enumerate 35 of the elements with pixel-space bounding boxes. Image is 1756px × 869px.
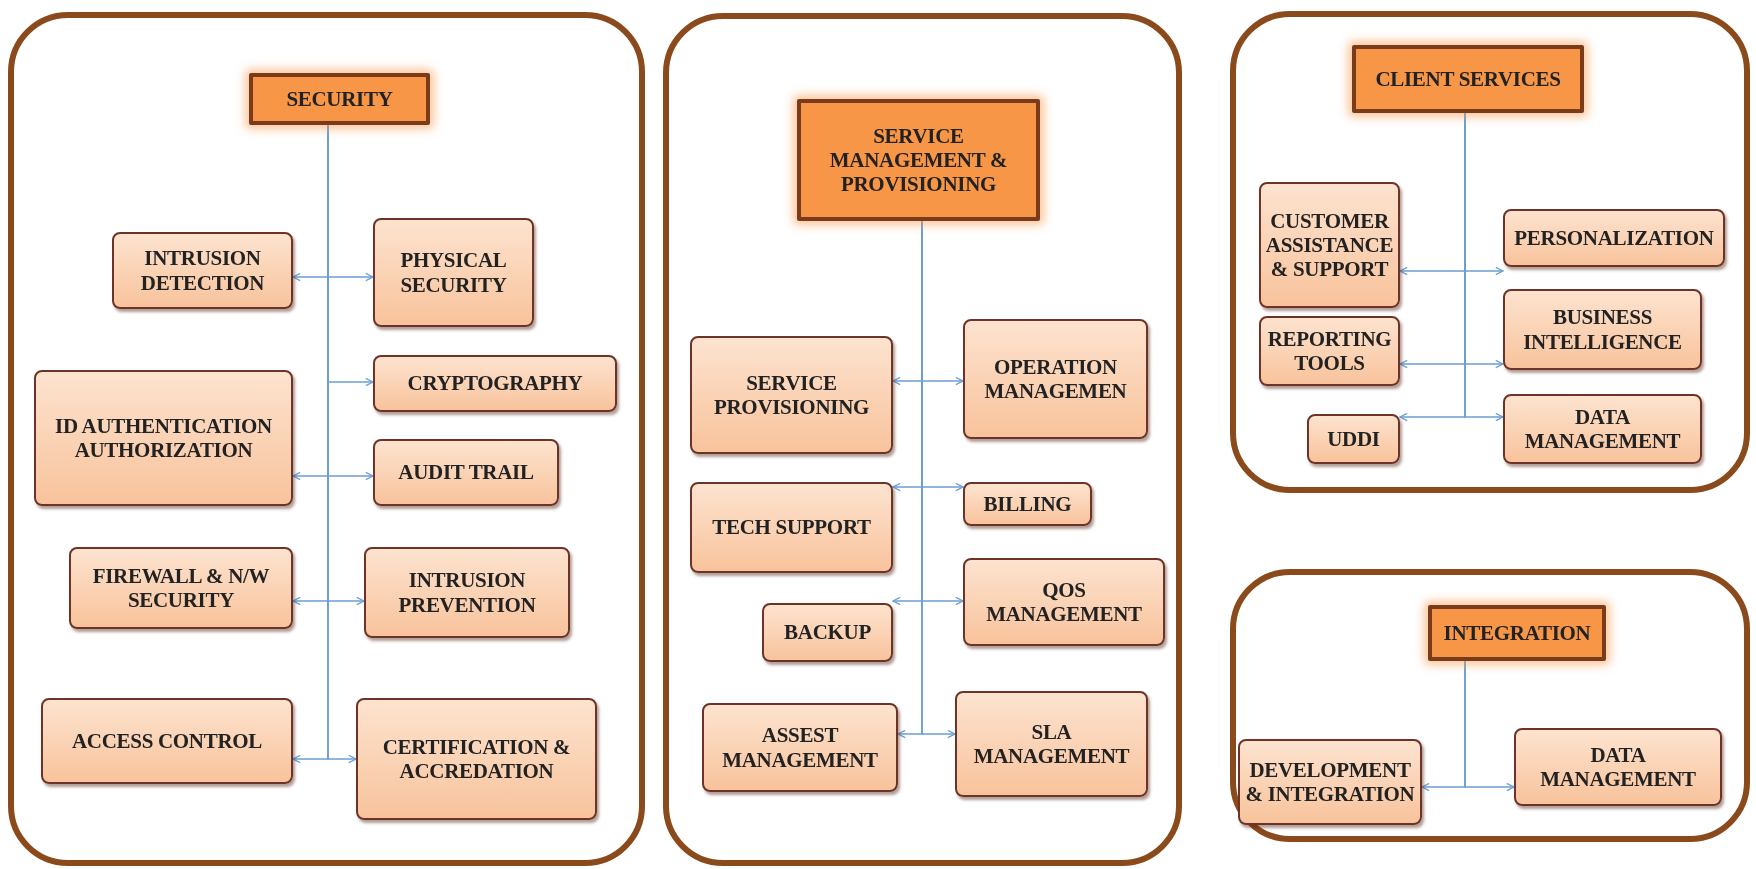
feature-box: QOS MANAGEMENT <box>963 558 1165 646</box>
feature-box: ID AUTHENTICATION AUTHORIZATION <box>34 370 293 506</box>
feature-box: DATA MANAGEMENT <box>1503 394 1702 464</box>
feature-box: DATA MANAGEMENT <box>1514 728 1722 806</box>
feature-box: REPORTING TOOLS <box>1259 316 1400 386</box>
feature-box: SLA MANAGEMENT <box>955 691 1148 797</box>
feature-box: FIREWALL & N/W SECURITY <box>69 547 293 629</box>
group-panel <box>1230 11 1750 493</box>
feature-box: AUDIT TRAIL <box>373 439 559 506</box>
connector-arrow <box>1464 112 1504 422</box>
feature-box: BACKUP <box>762 603 893 662</box>
group-panel <box>8 12 645 866</box>
feature-box: SERVICE PROVISIONING <box>690 336 893 454</box>
feature-box: ACCESS CONTROL <box>41 698 293 784</box>
category-header: SECURITY <box>249 73 430 125</box>
feature-box: OPERATION MANAGEMEN <box>963 319 1148 439</box>
category-header: INTEGRATION <box>1428 605 1606 661</box>
feature-box: PERSONALIZATION <box>1503 209 1725 267</box>
feature-box: BUSINESS INTELLIGENCE <box>1503 289 1702 370</box>
group-panel <box>1230 569 1750 842</box>
connector-arrow <box>1464 660 1515 792</box>
feature-box: CERTIFICATION & ACCREDATION <box>356 698 597 820</box>
feature-box: UDDI <box>1307 414 1400 464</box>
feature-box: DEVELOPMENT & INTEGRATION <box>1238 739 1422 825</box>
feature-box: CUSTOMER ASSISTANCE & SUPPORT <box>1259 182 1400 308</box>
feature-box: ASSEST MANAGEMENT <box>702 703 898 792</box>
group-panel <box>663 13 1182 866</box>
feature-box: CRYPTOGRAPHY <box>373 355 617 412</box>
category-header: SERVICE MANAGEMENT & PROVISIONING <box>797 99 1040 221</box>
feature-box: TECH SUPPORT <box>690 482 893 573</box>
category-header: CLIENT SERVICES <box>1352 45 1584 113</box>
feature-box: PHYSICAL SECURITY <box>373 218 534 327</box>
feature-box: INTRUSION PREVENTION <box>364 547 570 638</box>
feature-box: BILLING <box>963 482 1092 526</box>
feature-box: INTRUSION DETECTION <box>112 232 293 309</box>
